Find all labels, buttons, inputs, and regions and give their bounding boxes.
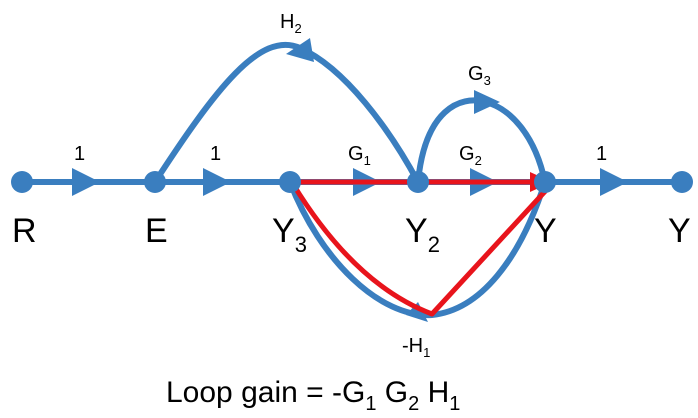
node-label-y2-base: Y	[405, 212, 428, 250]
loop-feedback-path	[290, 181, 553, 317]
gain-label-e-y3: 1	[210, 143, 221, 165]
node-r	[11, 171, 33, 193]
node-y-out	[671, 171, 693, 193]
node-label-y3-sub: 3	[295, 232, 307, 257]
node-label-y: Y	[534, 212, 557, 250]
loop-gain-caption: Loop gain = -G1 G2 H1	[166, 376, 460, 415]
arrow-e-y3	[203, 168, 231, 196]
gain-label-h2: H2	[280, 11, 302, 36]
gain-label-h2-base: H	[280, 11, 294, 33]
node-y3	[279, 171, 301, 193]
gain-label-g3-base: G	[468, 63, 484, 85]
gain-label-g3: G3	[468, 63, 491, 88]
caption-sub-3: 1	[449, 393, 460, 415]
gain-label-g2-sub: 2	[475, 153, 482, 168]
node-label-y3-base: Y	[272, 212, 295, 250]
caption-mid-2: H	[419, 376, 449, 409]
caption-prefix: Loop gain = -G	[166, 376, 365, 409]
gain-label-y-yout: 1	[596, 143, 607, 165]
arrow-g3	[474, 90, 500, 114]
caption-sub-2: 2	[408, 393, 419, 415]
arrow-h1	[406, 302, 428, 322]
gain-label-h2-sub: 2	[294, 21, 301, 36]
gain-label-r-e: 1	[74, 143, 85, 165]
gain-label-h1-sub: 1	[423, 345, 430, 360]
node-label-y-out: Y	[668, 212, 691, 250]
gain-label-g1-base: G	[348, 143, 364, 165]
node-label-r: R	[12, 212, 37, 250]
caption-mid-1: G	[376, 376, 408, 409]
node-label-y3: Y3	[272, 212, 307, 257]
gain-label-h1: -H1	[402, 335, 430, 360]
arrow-h2	[286, 38, 314, 62]
caption-sub-1: 1	[365, 393, 376, 415]
node-e	[144, 171, 166, 193]
node-label-e: E	[145, 212, 168, 250]
node-y	[534, 171, 556, 193]
gain-label-g2-base: G	[459, 143, 475, 165]
gain-label-g1: G1	[348, 143, 371, 168]
arrow-y-yout	[600, 168, 628, 196]
gain-label-g3-sub: 3	[484, 73, 491, 88]
node-label-y2: Y2	[405, 212, 440, 257]
gain-label-g2: G2	[459, 143, 482, 168]
gain-label-h1-base: -H	[402, 335, 423, 357]
branch-g3-curve	[415, 97, 548, 185]
node-label-y2-sub: 2	[428, 232, 440, 257]
nodes	[11, 171, 693, 193]
arrow-r-e	[72, 168, 100, 196]
node-y2	[407, 171, 429, 193]
branch-h2-curve	[152, 41, 421, 185]
gain-label-g1-sub: 1	[364, 153, 371, 168]
